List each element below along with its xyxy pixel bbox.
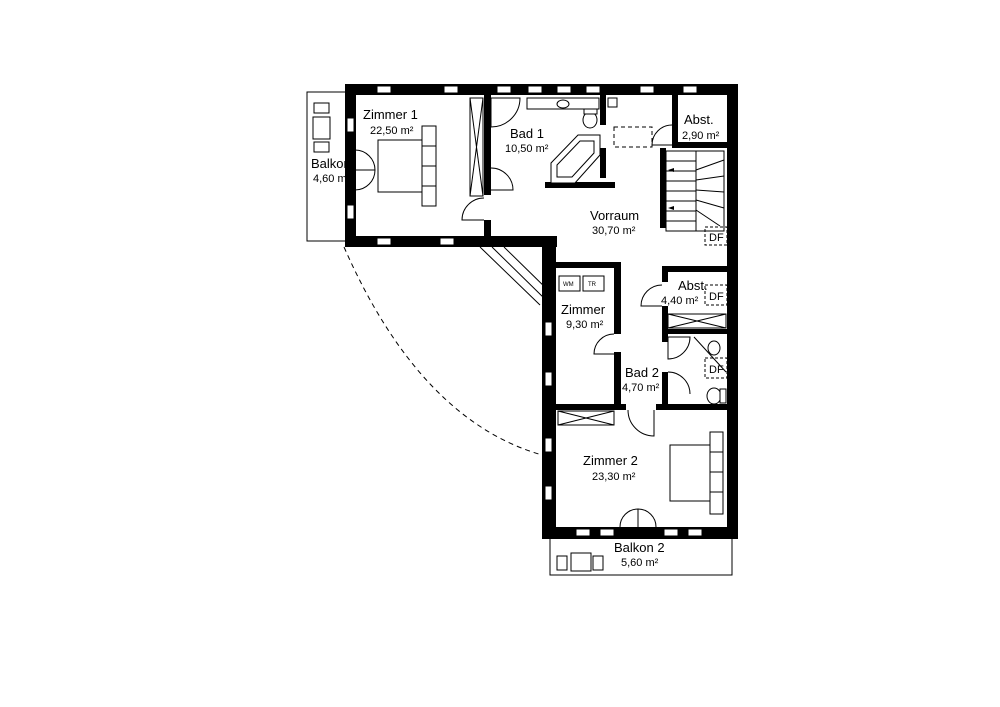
balkon-1-furniture (312, 102, 331, 153)
bad-2-fixtures (667, 336, 727, 405)
staircase (665, 150, 725, 232)
balkon-2-furniture (556, 552, 604, 572)
balkon-1-name: Balkon (311, 156, 351, 171)
balkon-2-name: Balkon 2 (614, 540, 665, 555)
angled-glazing (479, 246, 553, 306)
df-marker-2: DF (709, 291, 724, 303)
bad-1-name: Bad 1 (510, 126, 544, 141)
bad-1-fixtures (490, 97, 618, 184)
washer-label: WM (563, 282, 574, 288)
balkon-2-area: 5,60 m² (621, 557, 659, 569)
bad-2-name: Bad 2 (625, 365, 659, 380)
zimmer-name: Zimmer (561, 302, 606, 317)
windows (346, 85, 703, 537)
vorraum-dashed-fixture (613, 126, 653, 148)
appliances: WM TR (558, 275, 605, 292)
zimmer-1-area: 22,50 m² (370, 125, 414, 137)
abst-2-name: Abst. (678, 278, 708, 293)
washing-machine (558, 275, 581, 292)
df-marker-3: DF (709, 364, 724, 376)
zimmer-1-name: Zimmer 1 (363, 107, 418, 122)
abst-2-area: 4,40 m² (661, 295, 699, 307)
bad-2-area: 4,70 m² (622, 382, 660, 394)
abst-2-shelf (667, 313, 727, 329)
df-marker-1: DF (709, 232, 724, 244)
zimmer-area: 9,30 m² (566, 319, 604, 331)
abst-1-name: Abst. (684, 112, 714, 127)
dryer (582, 275, 605, 292)
balkon-1-area: 4,60 m² (313, 173, 351, 185)
balkon-2-outline (549, 536, 733, 576)
abst-1-area: 2,90 m² (682, 130, 720, 142)
vorraum-name: Vorraum (590, 208, 639, 223)
vorraum-area: 30,70 m² (592, 225, 636, 237)
zimmer-2-name: Zimmer 2 (583, 453, 638, 468)
bad-1-area: 10,50 m² (505, 143, 549, 155)
dryer-label: TR (588, 282, 597, 288)
zimmer-2-furniture (557, 410, 724, 515)
zimmer-1-furniture (377, 97, 484, 207)
df-markers: DF DF DF (704, 226, 728, 379)
doors (354, 124, 691, 528)
zimmer-2-area: 23,30 m² (592, 471, 636, 483)
credit-text: Planreal Immobilien & Bauträger GmbH (732, 417, 738, 522)
terrace-arc (343, 246, 543, 456)
